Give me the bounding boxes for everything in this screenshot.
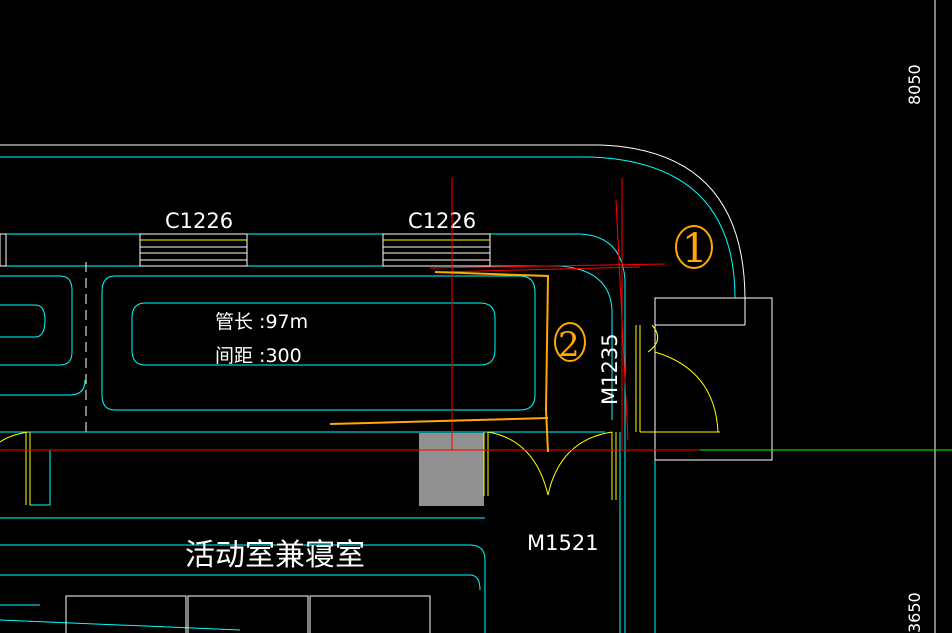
dimension-top: 8050 <box>905 64 924 105</box>
pipe-spacing-label: 间距 :300 <box>215 345 302 367</box>
markup-marker-2: 2 <box>558 325 580 365</box>
room-name-label: 活动室兼寝室 <box>185 538 365 573</box>
wall-line-3 <box>0 265 613 420</box>
window-c1226-right <box>382 233 491 267</box>
door-m1521-swing <box>483 431 617 500</box>
lower-room-outlines <box>0 517 486 633</box>
lower-wall-band <box>0 431 420 506</box>
room-inner-outline <box>0 156 736 299</box>
door-frame-m1235 <box>654 297 773 461</box>
door-label-m1235: M1235 <box>598 333 622 405</box>
axis-lines <box>0 178 700 451</box>
wall-line-2 <box>0 233 626 480</box>
markup-circle-1 <box>675 225 713 269</box>
right-walls <box>619 432 656 633</box>
window-c1226-edge <box>0 233 7 267</box>
markup-outline <box>329 271 550 453</box>
pipe-length-label: 管长 :97m <box>215 311 308 333</box>
window-c1226-left <box>139 233 248 267</box>
markup-circle-2 <box>554 322 586 362</box>
heating-pipe-loop-main <box>101 275 536 411</box>
door-label-m1521: M1521 <box>527 531 599 555</box>
door-left-edge <box>0 431 31 505</box>
door-m1235-swing <box>635 324 720 433</box>
outer-wall <box>0 144 746 325</box>
window-label-right: C1226 <box>408 209 476 233</box>
heating-pipe-loop-left <box>0 275 86 396</box>
window-label-left: C1226 <box>165 209 233 233</box>
dimension-bottom: 3650 <box>905 592 924 633</box>
lower-fixtures <box>65 595 431 633</box>
